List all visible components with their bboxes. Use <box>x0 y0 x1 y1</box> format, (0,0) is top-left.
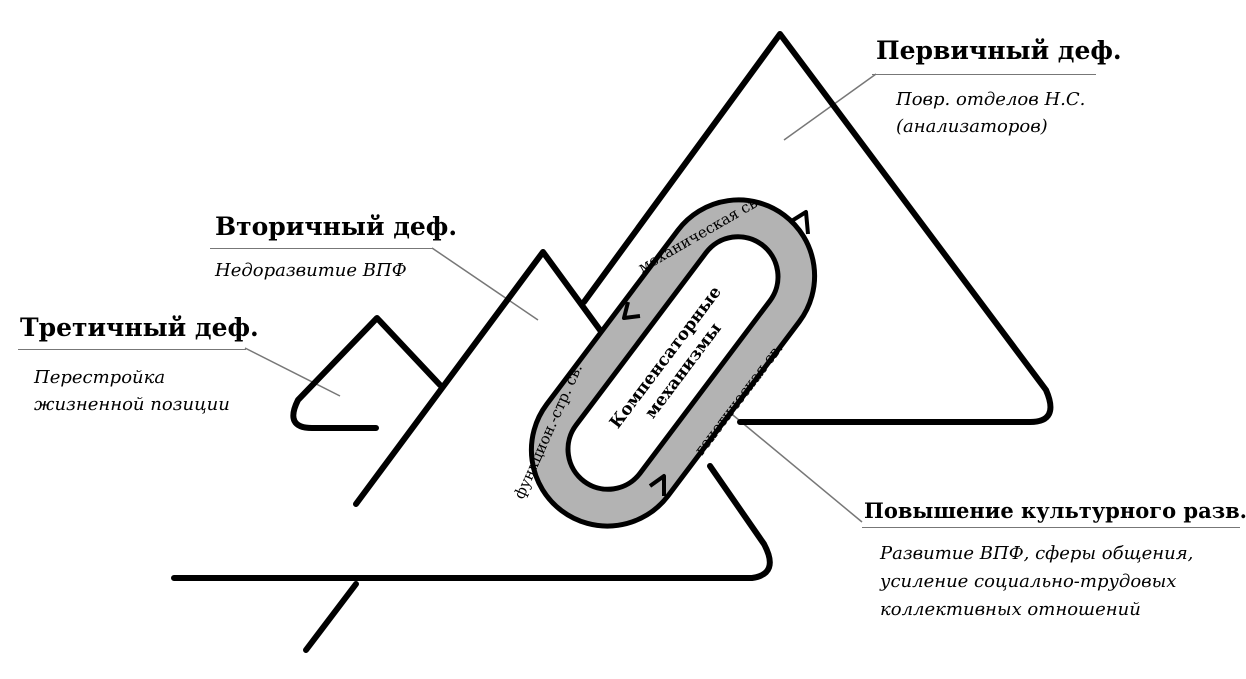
secondary-rule <box>210 248 432 249</box>
tertiary-rule <box>18 349 246 350</box>
primary-leader-line <box>783 73 877 141</box>
compensation-loop <box>528 197 818 529</box>
tertiary-triangle <box>290 315 443 431</box>
loop-inner-hole <box>565 234 781 492</box>
secondary-title: Вторичный деф. <box>215 212 458 241</box>
culture-desc-line-3: коллективных отношений <box>880 599 1141 620</box>
primary-desc-line-1: Повр. отделов Н.С. <box>896 89 1086 110</box>
culture-leader-line <box>721 405 863 523</box>
secondary-triangle <box>171 249 773 581</box>
culture-desc-line-2: усиление социально-трудовых <box>880 571 1177 592</box>
culture-title: Повышение культурного разв. <box>864 498 1246 523</box>
tertiary-leader-line <box>244 347 341 397</box>
secondary-leader-line <box>431 247 539 321</box>
primary-triangle <box>581 31 1054 425</box>
tertiary-desc: Перестройка жизненной позиции <box>34 364 230 418</box>
arrow-up-right-icon <box>788 210 810 235</box>
primary-title: Первичный деф. <box>876 36 1122 65</box>
tertiary-desc-line-2: жизненной позиции <box>34 394 230 415</box>
culture-desc-line-1: Развитие ВПФ, сферы общения, <box>880 543 1194 564</box>
primary-desc-line-2: (анализаторов) <box>896 116 1048 137</box>
tertiary-desc-line-1: Перестройка <box>34 367 166 388</box>
arrow-down-left-icon <box>622 301 641 320</box>
culture-rule <box>862 527 1240 528</box>
tertiary-title: Третичный деф. <box>20 313 259 342</box>
primary-rule <box>872 74 1096 75</box>
secondary-desc-line-1: Недоразвитие ВПФ <box>215 260 407 281</box>
secondary-desc: Недоразвитие ВПФ <box>215 257 407 284</box>
base-line <box>303 581 359 653</box>
culture-desc: Развитие ВПФ, сферы общения, усиление со… <box>880 540 1193 624</box>
primary-desc: Повр. отделов Н.С. (анализаторов) <box>896 86 1085 140</box>
arrow-up-icon <box>648 474 666 496</box>
